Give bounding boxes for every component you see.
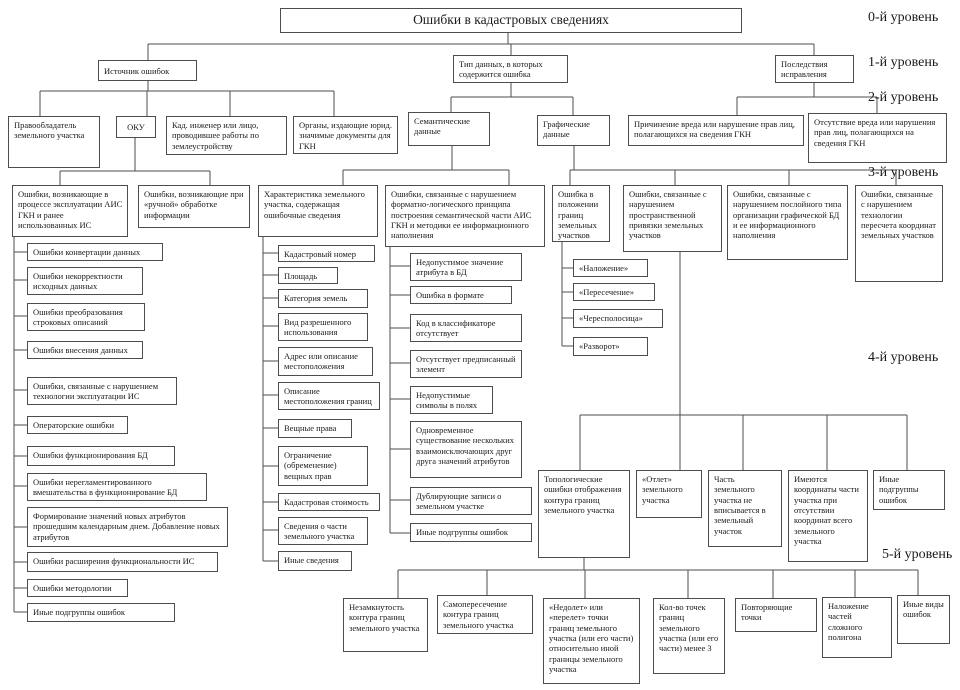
node-open-contour: Незамкнутость контура границ земельного … — [343, 598, 428, 652]
list-item-ais: Ошибки внесения данных — [27, 341, 143, 359]
list-item-border: «Разворот» — [573, 337, 648, 356]
node-other-error-kinds: Иные виды ошибок — [897, 595, 950, 644]
node-coord-recalc: Ошибки, связанные с нарушением технологи… — [855, 185, 943, 282]
node-authorities: Органы, издающие юрид. значимые документ… — [293, 116, 398, 154]
node-self-intersection: Самопересечение контура границ земельног… — [437, 595, 533, 634]
list-item-fmt: Ошибка в формате — [410, 286, 512, 304]
node-root-title: Ошибки в кадастровых сведениях — [280, 8, 742, 33]
list-item-ais: Ошибки некорректности исходных данных — [27, 267, 143, 295]
list-item-fmt: Недопустимые символы в полях — [410, 386, 493, 414]
node-other-subgroups: Иные подгруппы ошибок — [873, 470, 945, 510]
list-item-fmt: Отсутствует предписанный элемент — [410, 350, 522, 378]
node-polygon-overlap: Наложение частей сложного полигона — [822, 597, 892, 658]
node-spatial-ref: Ошибки, связанные с нарушением пространс… — [623, 185, 722, 252]
node-border-position: Ошибка в положении границ земельных учас… — [552, 185, 610, 242]
list-item-charact: Площадь — [278, 267, 338, 285]
level-label-2: 2-й уровень — [868, 90, 939, 105]
node-part-not-fit: Часть земельного участка не вписывается … — [708, 470, 782, 547]
list-item-ais: Ошибки расширения функциональности ИС — [27, 552, 218, 572]
list-item-charact: Категория земель — [278, 289, 368, 308]
node-characteristic: Характеристика земельного участка, содер… — [258, 185, 378, 237]
node-less-than-3-points: Кол-во точек границ земельного участка (… — [653, 598, 725, 674]
node-ais-errors: Ошибки, возникающие в процессе эксплуата… — [12, 185, 128, 237]
node-format-logic: Ошибки, связанные с нарушением форматно-… — [385, 185, 545, 247]
node-data-type: Тип данных, в которых содержится ошибка — [453, 55, 568, 83]
level-label-1: 1-й уровень — [868, 55, 939, 70]
node-repeating-points: Повторяющие точки — [735, 598, 817, 632]
level-label-3: 3-й уровень — [868, 165, 939, 180]
node-layer-type: Ошибки, связанные с нарушением послойног… — [727, 185, 848, 260]
list-item-ais: Ошибки методологии — [27, 579, 128, 597]
node-cad-engineer: Кад. инженер или лицо, проводившее работ… — [166, 116, 287, 155]
list-item-ais: Ошибки функционирования БД — [27, 446, 175, 466]
node-manual-errors: Ошибки, возникающие при «ручной» обработ… — [138, 185, 250, 228]
list-item-fmt: Код в классификаторе отсутствует — [410, 314, 522, 342]
node-part-coords-only: Имеются координаты части участка при отс… — [788, 470, 868, 562]
list-item-ais: Ошибки нерегламентированного вмешательст… — [27, 473, 207, 501]
list-item-charact: Сведения о части земельного участка — [278, 517, 368, 545]
list-item-ais: Иные подгруппы ошибок — [27, 603, 175, 622]
node-semantic-data: Семантические данные — [408, 112, 490, 146]
node-graphic-data: Графические данные — [537, 115, 610, 146]
level-label-5: 5-й уровень — [882, 547, 953, 562]
list-item-charact: Адрес или описание местоположения — [278, 347, 373, 376]
list-item-charact: Кадастровая стоимость — [278, 493, 380, 511]
list-item-ais: Операторские ошибки — [27, 416, 128, 434]
node-no-harm: Отсутствие вреда или нарушения прав лиц,… — [808, 113, 947, 163]
list-item-ais: Ошибки преобразования строковых описаний — [27, 303, 145, 331]
list-item-border: «Чересполосица» — [573, 309, 663, 328]
node-oku: ОКУ — [116, 116, 156, 138]
node-source: Источник ошибок — [98, 60, 197, 81]
level-label-0: 0-й уровень — [868, 10, 939, 25]
level-label-4: 4-й уровень — [868, 350, 939, 365]
list-item-charact: Вещные права — [278, 419, 352, 438]
list-item-ais: Формирование значений новых атрибутов пр… — [27, 507, 228, 547]
list-item-charact: Кадастровый номер — [278, 245, 375, 263]
list-item-charact: Описание местоположения границ — [278, 382, 380, 410]
node-rights-holder: Правообладатель земельного участка — [8, 116, 100, 168]
list-item-charact: Иные сведения — [278, 551, 352, 571]
list-item-fmt: Дублирующие записи о земельном участке — [410, 487, 532, 515]
node-undershoot-overshoot: «Недолет» или «перелет» точки границ зем… — [543, 598, 640, 684]
list-item-ais: Ошибки конвертации данных — [27, 243, 163, 261]
node-consequences: Последствия исправления — [775, 55, 854, 83]
list-item-charact: Ограничение (обременение) вещных прав — [278, 446, 368, 486]
node-topological-errors: Топологические ошибки отображения контур… — [538, 470, 630, 558]
list-item-ais: Ошибки, связанные с нарушением технологи… — [27, 377, 177, 405]
node-otlet: «Отлет» земельного участка — [636, 470, 702, 518]
list-item-fmt: Одновременное существование нескольких в… — [410, 421, 522, 478]
list-item-fmt: Недопустимое значение атрибута в БД — [410, 253, 522, 281]
list-item-border: «Пересечение» — [573, 283, 655, 301]
list-item-border: «Наложение» — [573, 259, 648, 277]
list-item-fmt: Иные подгруппы ошибок — [410, 523, 532, 542]
node-harm: Причинение вреда или нарушение прав лиц,… — [628, 115, 804, 146]
list-item-charact: Вид разрешенного использования — [278, 313, 368, 341]
